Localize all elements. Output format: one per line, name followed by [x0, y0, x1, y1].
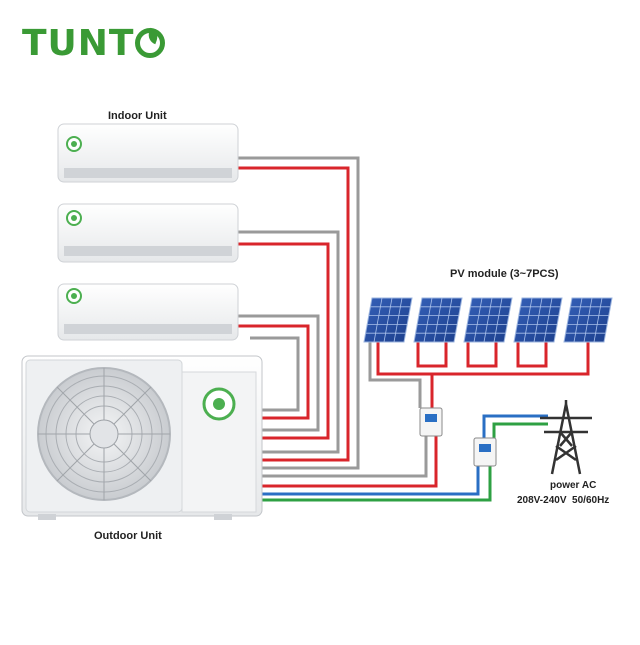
- green-swirl-icon: [66, 288, 82, 304]
- pv-module-label: PV module (3~7PCS): [450, 268, 559, 280]
- transmission-tower-icon: [540, 400, 592, 475]
- green-swirl-icon: [66, 210, 82, 226]
- pv-panel: [513, 297, 563, 343]
- power-ac-label: power AC: [550, 480, 597, 491]
- green-swirl-icon: [202, 387, 236, 421]
- brand-logo-text: TUNT: [22, 23, 135, 64]
- pv-panel: [463, 297, 513, 343]
- outdoor-unit: [21, 355, 263, 520]
- pv-panel: [363, 297, 413, 343]
- outdoor-unit-label: Outdoor Unit: [94, 530, 162, 542]
- brand-logo: TUNT: [22, 22, 166, 66]
- pv-panel: [413, 297, 463, 343]
- ac-wiring: [262, 414, 548, 502]
- indoor-wiring: [238, 156, 360, 470]
- green-swirl-icon: [66, 136, 82, 152]
- voltage-label: 208V-240V 50/60Hz: [517, 495, 610, 506]
- pv-panel: [563, 297, 613, 343]
- circuit-breaker-icon: [419, 407, 443, 437]
- circuit-breaker-icon: [473, 437, 497, 467]
- indoor-unit-label: Indoor Unit: [108, 110, 167, 122]
- pv-wiring: [262, 342, 590, 488]
- indoor-unit-1: [57, 123, 239, 183]
- indoor-unit-3: [57, 283, 239, 341]
- pv-panel-array: [363, 297, 613, 343]
- leaf-o-icon: [135, 27, 166, 58]
- indoor-unit-2: [57, 203, 239, 263]
